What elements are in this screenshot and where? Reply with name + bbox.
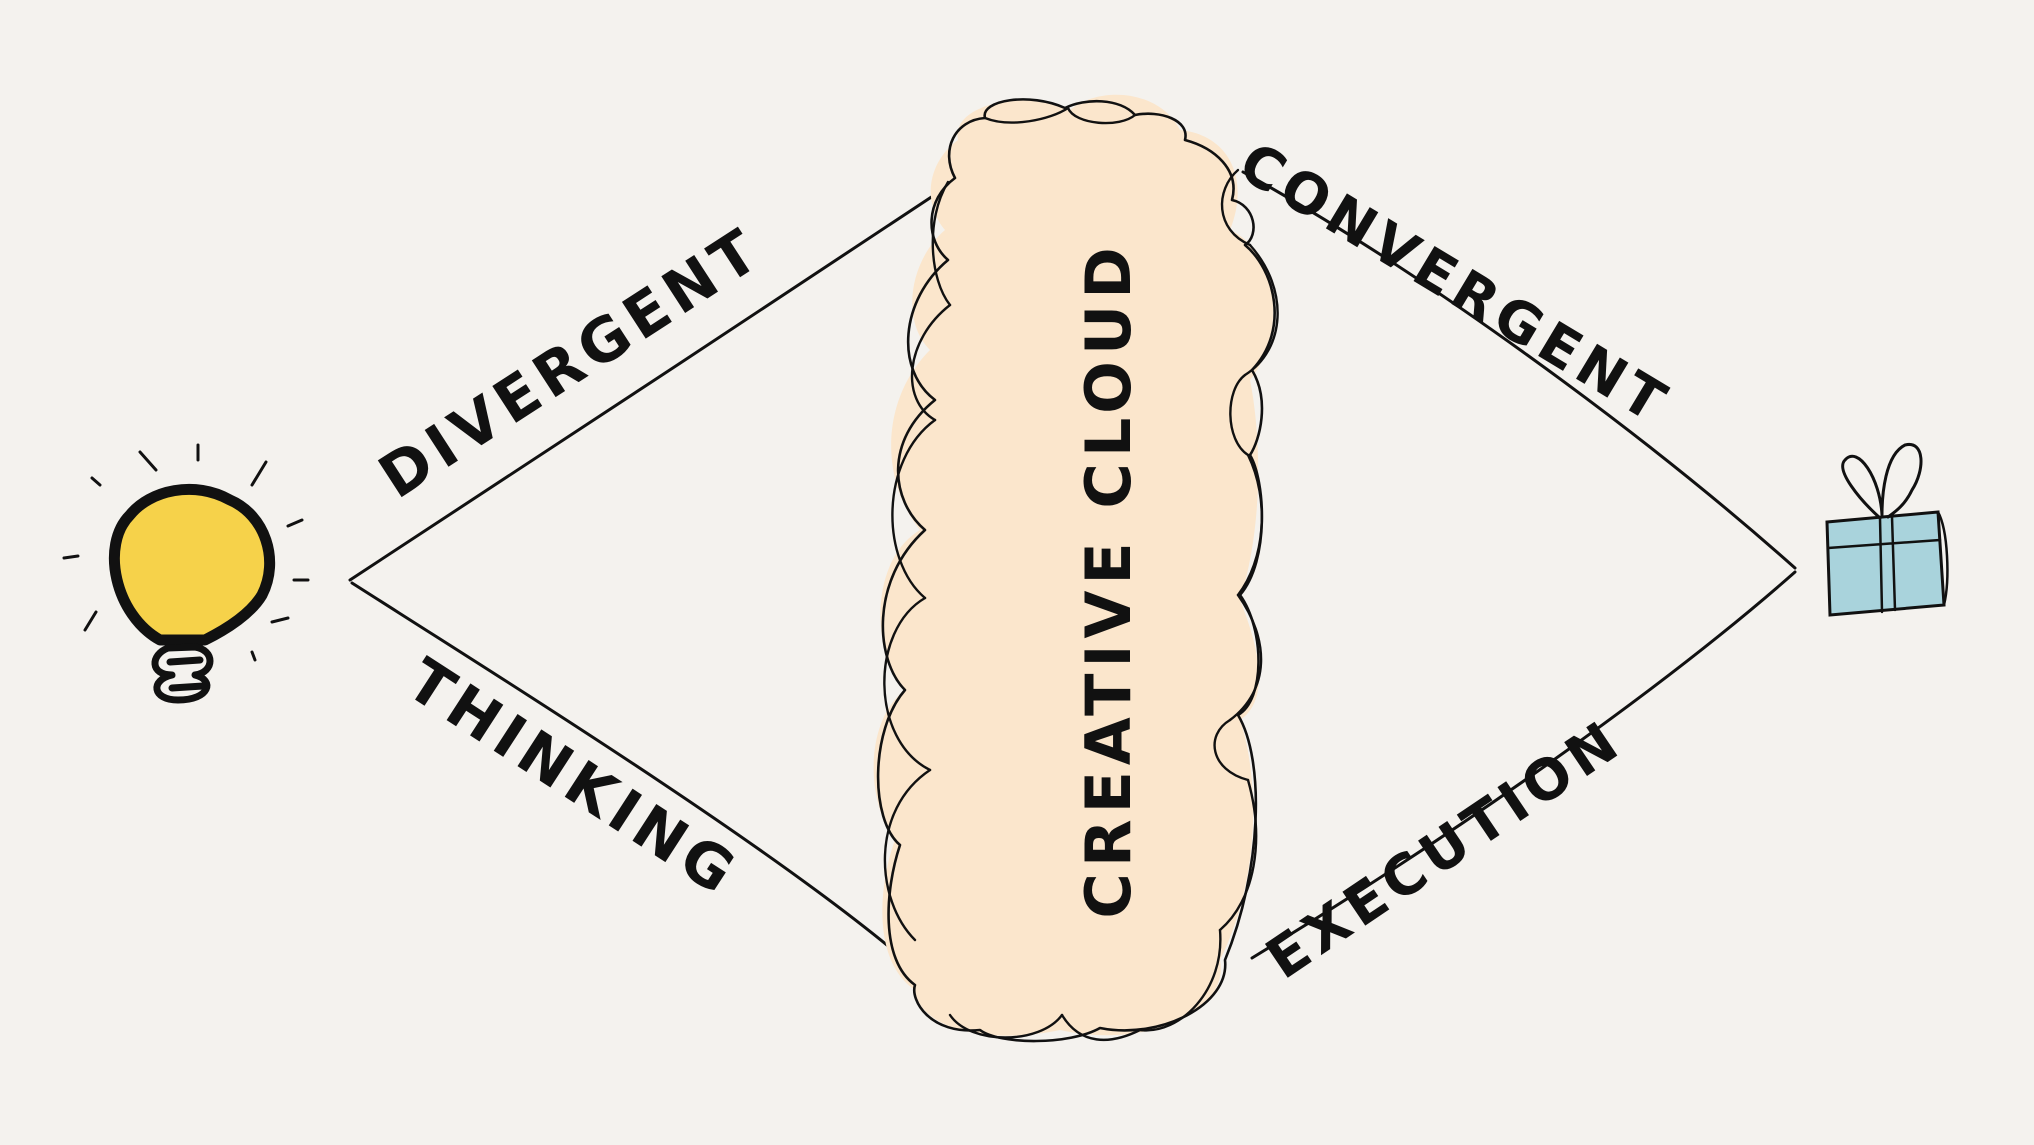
cloud-bump-right-2 — [1243, 243, 1279, 377]
cloud-label: CREATIVE CLOUD — [1072, 241, 1145, 918]
edge-divergent — [348, 186, 947, 582]
cloud-bump-right-5 — [1228, 593, 1263, 722]
bulb-glass — [109, 483, 276, 646]
cloud-bump-left-1 — [931, 180, 952, 307]
cloud-bump-right-3 — [1229, 373, 1250, 457]
edge-thinking — [350, 581, 895, 952]
gift-box-bow — [1841, 443, 1923, 520]
cloud-bump-bottom-3 — [948, 1013, 1064, 1039]
label-convergent: CONVERGENT — [1228, 130, 1681, 438]
diamond-edges — [348, 170, 1797, 960]
lightbulb-icon — [62, 443, 310, 704]
cloud-bump-top-1 — [983, 106, 1070, 124]
cloud-bump-bottom-1 — [1138, 928, 1222, 1032]
gift-box-body — [1825, 510, 1946, 617]
bulb-rays — [62, 443, 310, 662]
gift-box-ribbon — [1826, 515, 1942, 614]
label-divergent: DIVERGENT — [367, 214, 775, 513]
cloud-bump-left-2 — [910, 303, 952, 422]
creative-cloud: CREATIVE CLOUD — [873, 94, 1279, 1043]
cloud-bump-left-5 — [883, 768, 932, 942]
cloud-bump-top-2 — [1066, 106, 1137, 125]
cloud-outline — [876, 98, 1276, 1043]
edge-convergent — [1241, 170, 1797, 570]
cloud-bump-right-7 — [1218, 778, 1258, 932]
cloud-bump-right-6 — [1213, 718, 1250, 782]
cloud-bump-left-4 — [883, 596, 932, 772]
label-thinking: THINKING — [394, 645, 751, 911]
edge-execution — [1250, 570, 1797, 960]
cloud-bump-bottom-2 — [1060, 1013, 1142, 1042]
gift-box-edge — [1936, 510, 1949, 607]
gift-box-icon — [1825, 443, 1949, 617]
cloud-bump-right-4 — [1236, 453, 1263, 597]
cloud-bump-left-3 — [891, 418, 937, 600]
bulb-base — [151, 643, 214, 704]
label-execution: EXECUTION — [1255, 707, 1634, 992]
cloud-fill — [873, 94, 1274, 1036]
cloud-bump-right-1 — [1220, 168, 1252, 247]
